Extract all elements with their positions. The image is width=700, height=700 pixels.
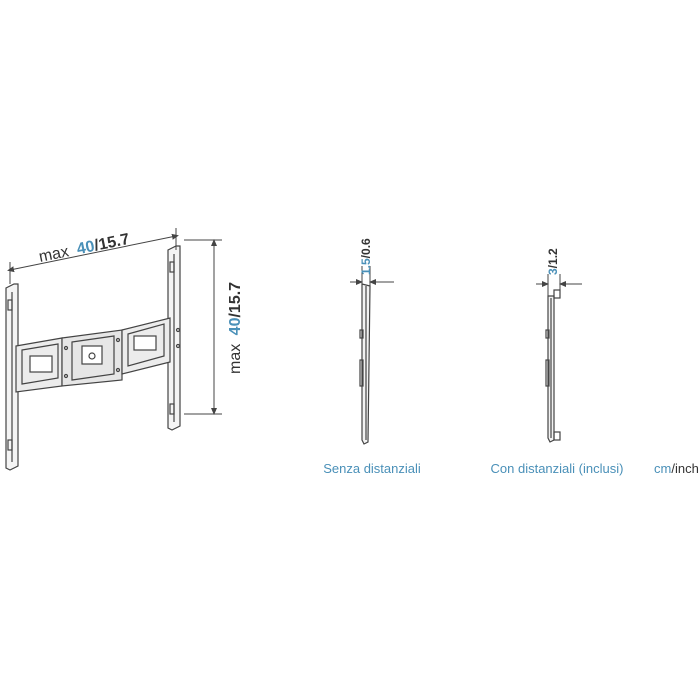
caption-with-spacers: Con distanziali (inclusi) bbox=[491, 461, 624, 476]
depth-label-without-spacers: 1.5/0.6 bbox=[359, 238, 373, 275]
side-view-with-spacers bbox=[545, 289, 561, 443]
depth-label-with-spacers: 3/1.2 bbox=[546, 248, 560, 275]
depth-dim-with-spacers bbox=[536, 274, 582, 296]
width-dimension-label: max 40/15.7 bbox=[37, 231, 131, 266]
caption-without-spacers: Senza distanziali bbox=[323, 461, 421, 476]
units-legend: cm/inch bbox=[654, 461, 699, 476]
depth-dim-without-spacers bbox=[350, 266, 394, 286]
height-dimension-label: max 40/15.7 bbox=[227, 282, 244, 374]
bracket-front-view bbox=[5, 245, 181, 471]
height-dimension-line bbox=[184, 239, 222, 415]
width-dimension-line bbox=[7, 228, 179, 284]
side-view-without-spacers bbox=[359, 283, 371, 445]
